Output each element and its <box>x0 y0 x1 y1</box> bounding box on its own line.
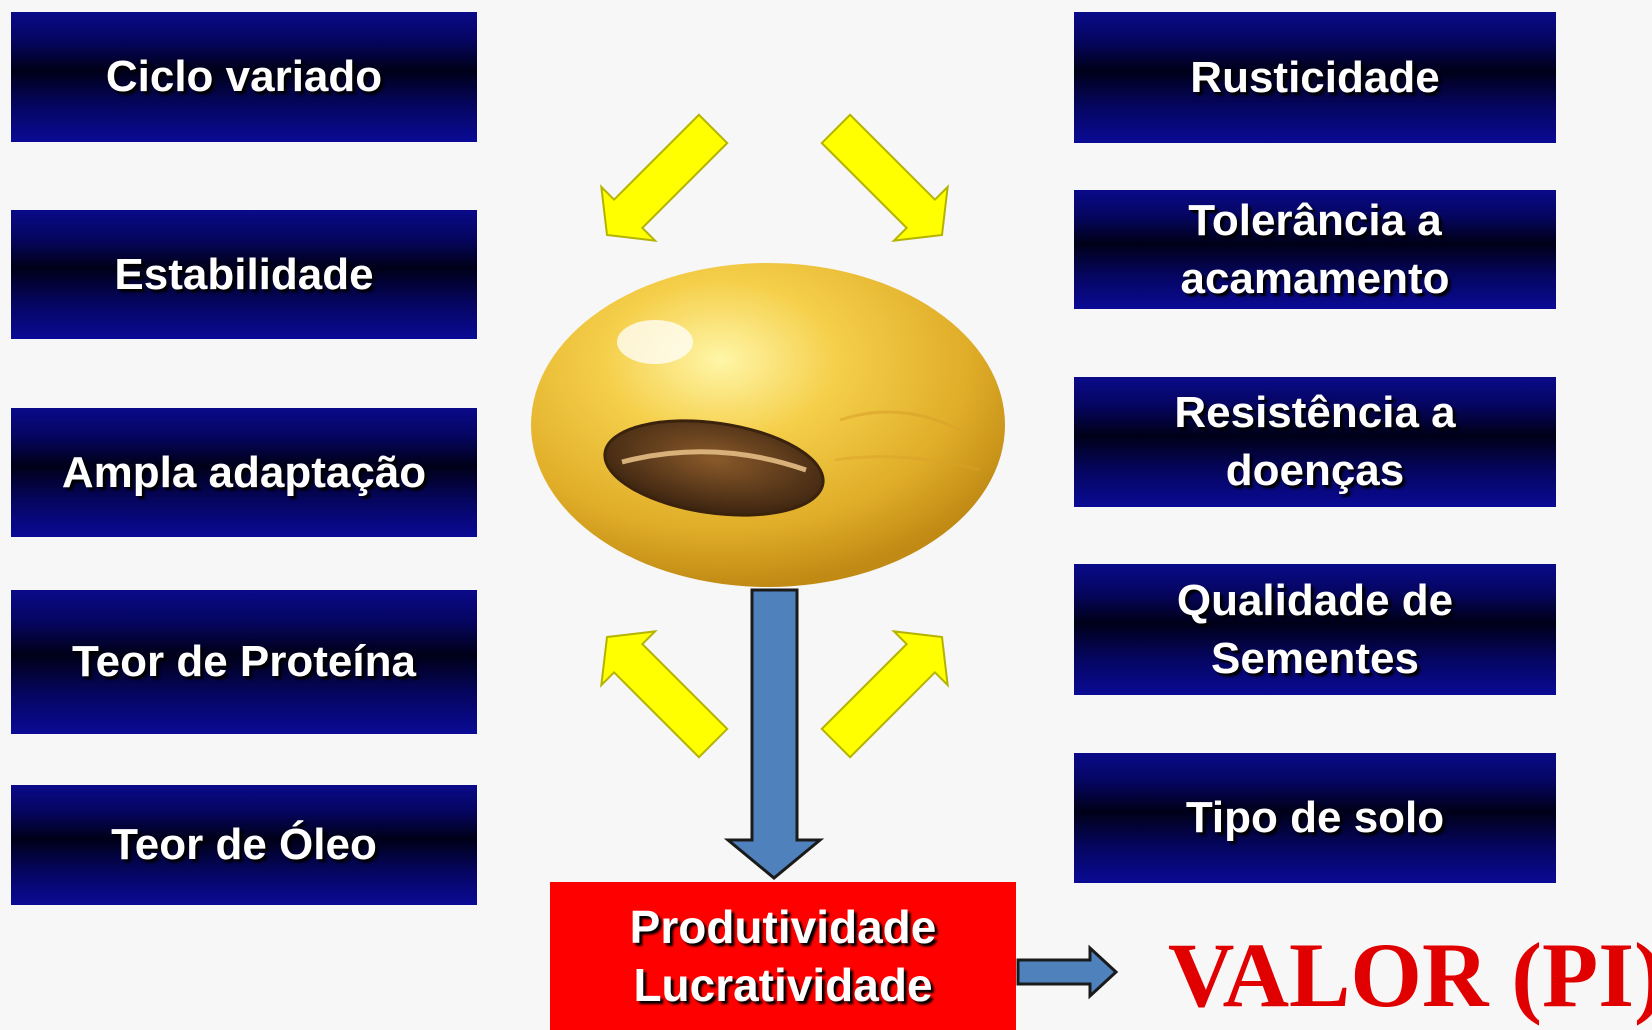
yellow-arrow-icon <box>820 113 949 242</box>
factor-box-tolerancia-acamamento: Tolerância a acamamento <box>1074 190 1556 309</box>
factor-label-line-1: Tolerância a <box>1188 195 1442 245</box>
blue-down-arrow-icon <box>723 588 825 880</box>
factor-label: Ampla adaptação <box>61 447 427 497</box>
factor-label: Teor de Proteína <box>72 637 416 686</box>
factor-box-ampla-adaptacao: Ampla adaptação <box>11 408 477 537</box>
factor-box-estabilidade: Estabilidade <box>11 210 477 339</box>
factor-label-line-2: Sementes <box>1211 633 1419 683</box>
result-box: Produtividade Lucratividade <box>550 882 1016 1030</box>
factor-box-teor-proteina: Teor de Proteína <box>11 590 477 734</box>
factor-label: Rusticidade <box>1190 52 1440 102</box>
factor-label: Estabilidade <box>114 249 374 299</box>
factor-label-line-1: Qualidade de <box>1176 575 1454 625</box>
yellow-arrow-icon <box>600 630 729 759</box>
blue-right-arrow-icon <box>1016 944 1119 1000</box>
factor-box-teor-oleo: Teor de Óleo <box>11 785 477 905</box>
factor-box-ciclo-variado: Ciclo variado <box>11 12 477 142</box>
factor-label-line-1: Resistência a <box>1174 388 1456 437</box>
factor-box-tipo-solo: Tipo de solo <box>1074 753 1556 883</box>
factor-label-line-2: acamamento <box>1180 253 1450 303</box>
yellow-arrow-icon <box>600 113 729 242</box>
factor-box-resistencia-doencas: Resistência a doenças <box>1074 377 1556 507</box>
soybean-seed-icon <box>531 263 1005 587</box>
factor-label: Tipo de solo <box>1185 793 1445 842</box>
result-label-line-1: Produtividade <box>629 901 937 953</box>
value-label: VALOR (PI) <box>1168 924 1652 1026</box>
yellow-arrow-icon <box>820 630 949 759</box>
factor-label: Ciclo variado <box>105 52 383 101</box>
factor-box-qualidade-sementes: Qualidade de Sementes <box>1074 564 1556 695</box>
factor-box-rusticidade: Rusticidade <box>1074 12 1556 143</box>
result-label-line-2: Lucratividade <box>633 959 933 1011</box>
factor-label-line-2: doenças <box>1225 446 1405 495</box>
factor-label: Teor de Óleo <box>111 820 377 869</box>
